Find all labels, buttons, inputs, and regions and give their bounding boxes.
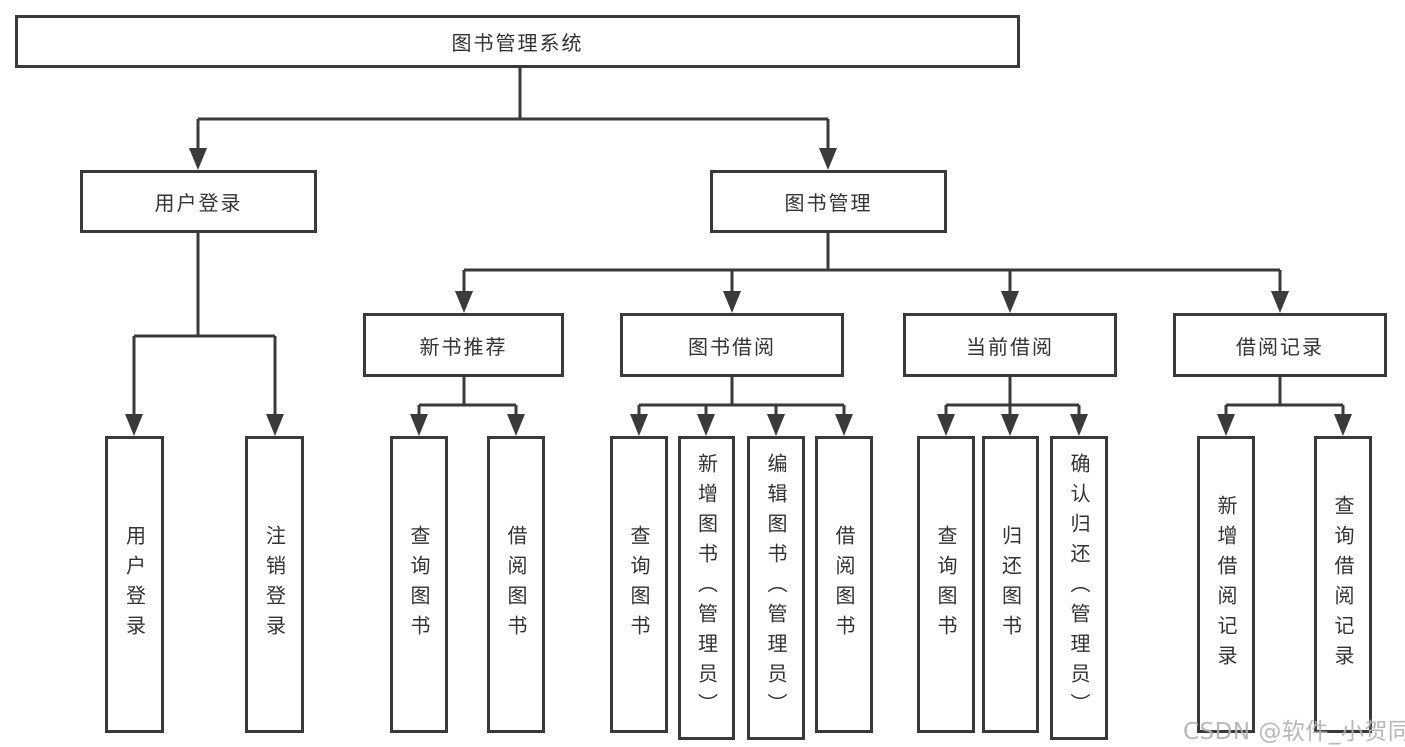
- node-book-management: 图书管理: [710, 170, 947, 233]
- node-book-borrowing: 图书借阅: [620, 313, 844, 377]
- leaf-query-books-recommend: 查询图书: [390, 436, 448, 733]
- csdn-watermark: CSDN @软件_小贺同学: [1183, 719, 1405, 745]
- leaf-user-login: 用户登录: [105, 436, 164, 733]
- leaf-label: 用户登录: [122, 524, 147, 645]
- leaf-borrow-books-recommend: 借阅图书: [487, 436, 545, 733]
- node-user-login: 用户登录: [80, 170, 317, 233]
- leaf-label: 注销登录: [262, 524, 287, 645]
- node-current-borrowing: 当前借阅: [903, 313, 1117, 377]
- leaf-borrow-books: 借阅图书: [815, 436, 873, 733]
- leaf-label: 新增借阅记录: [1214, 494, 1238, 675]
- node-label: 图书借阅: [688, 334, 776, 359]
- leaf-label: 查询图书: [934, 524, 958, 645]
- node-root-library-management-system: 图书管理系统: [15, 15, 1020, 68]
- leaf-add-books-admin: 新增图书（管理员）: [678, 436, 735, 740]
- leaf-label: 查询图书: [407, 524, 431, 645]
- leaf-add-borrow-record: 新增借阅记录: [1197, 436, 1255, 733]
- leaf-label: 借阅图书: [504, 524, 528, 645]
- leaf-label: 借阅图书: [832, 524, 856, 645]
- leaf-label: 编辑图书（管理员）: [764, 453, 788, 723]
- leaf-label: 查询借阅记录: [1331, 494, 1355, 675]
- node-new-book-recommendation: 新书推荐: [363, 313, 564, 377]
- node-label: 图书管理: [784, 191, 873, 215]
- leaf-confirm-return-admin: 确认归还（管理员）: [1050, 436, 1108, 740]
- leaf-query-borrow-record: 查询借阅记录: [1314, 436, 1372, 733]
- leaf-label: 确认归还（管理员）: [1067, 453, 1091, 723]
- node-label: 当前借阅: [966, 334, 1054, 359]
- node-label: 新书推荐: [419, 334, 508, 359]
- node-label: 用户登录: [154, 191, 243, 215]
- node-borrowing-records: 借阅记录: [1173, 313, 1387, 377]
- leaf-query-books-current: 查询图书: [917, 436, 975, 733]
- leaf-query-books-borrowing: 查询图书: [610, 436, 668, 733]
- leaf-return-books: 归还图书: [982, 436, 1039, 733]
- leaf-label: 查询图书: [627, 524, 651, 645]
- leaf-label: 归还图书: [998, 524, 1023, 645]
- node-label: 图书管理系统: [451, 31, 584, 55]
- leaf-edit-books-admin: 编辑图书（管理员）: [747, 436, 805, 740]
- leaf-logout: 注销登录: [245, 436, 304, 733]
- leaf-label: 新增图书（管理员）: [694, 453, 719, 723]
- node-label: 借阅记录: [1236, 334, 1324, 359]
